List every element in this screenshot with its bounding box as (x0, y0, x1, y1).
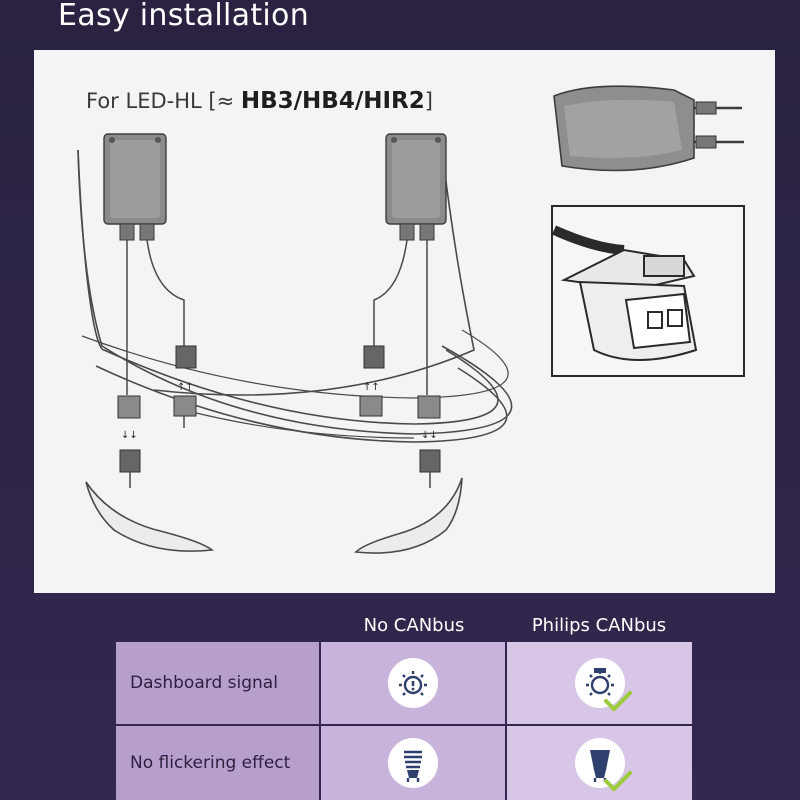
row-label-dashboard-signal: Dashboard signal (116, 642, 319, 724)
svg-text:↓↓: ↓↓ (121, 430, 138, 441)
right-module-cables (373, 239, 428, 395)
flicker-bulb-icon (388, 738, 438, 788)
checkmark-icon (604, 771, 632, 792)
table-row: Dashboard signal (116, 642, 692, 724)
column-header-philips-canbus: Philips CANbus (531, 615, 667, 636)
svg-text:↑↑: ↑↑ (363, 382, 380, 393)
comparison-table: Dashboard signal (116, 642, 692, 800)
table-row: No flickering effect (116, 726, 692, 800)
left-headlamp (85, 481, 215, 552)
svg-text:↓↓: ↓↓ (421, 430, 438, 441)
dashboard-ok-icon (574, 658, 625, 708)
right-headlamp (354, 477, 463, 554)
column-header-no-canbus: No CANbus (363, 615, 465, 636)
connector-closeup (551, 205, 745, 377)
caption-suffix: ] (424, 89, 433, 113)
left-canbus-module (103, 133, 167, 241)
diagram-caption: For LED-HL [≈ HB3/HB4/HIR2] (86, 88, 433, 114)
cell-no-canbus-dashboard (321, 642, 505, 724)
caption-models: HB3/HB4/HIR2 (240, 88, 425, 114)
checkmark-icon (604, 691, 632, 712)
cell-philips-canbus-dashboard (507, 642, 692, 724)
svg-text:↑↑: ↑↑ (177, 382, 194, 393)
page-heading: Easy installation (58, 0, 310, 33)
left-connectors (117, 345, 197, 488)
steady-bulb-icon (574, 738, 625, 788)
row-label-no-flickering: No flickering effect (116, 726, 319, 800)
connection-arrows: ↑↑ ↓↓ ↑↑ ↓↓ (121, 382, 438, 441)
left-module-cables (126, 239, 185, 395)
module-closeup (553, 85, 744, 172)
dashboard-warning-icon (388, 658, 438, 708)
installation-illustration: ↑↑ ↓↓ ↑↑ ↓↓ (77, 85, 745, 554)
caption-prefix: For LED-HL [≈ (86, 89, 235, 113)
right-canbus-module (385, 133, 447, 241)
right-connectors (359, 345, 441, 488)
cell-no-canbus-flicker (321, 726, 505, 800)
installation-diagram: ↑↑ ↓↓ ↑↑ ↓↓ For LED-HL [≈ HB3/HB4/HIR2] (34, 50, 775, 593)
cell-philips-canbus-flicker (507, 726, 692, 800)
